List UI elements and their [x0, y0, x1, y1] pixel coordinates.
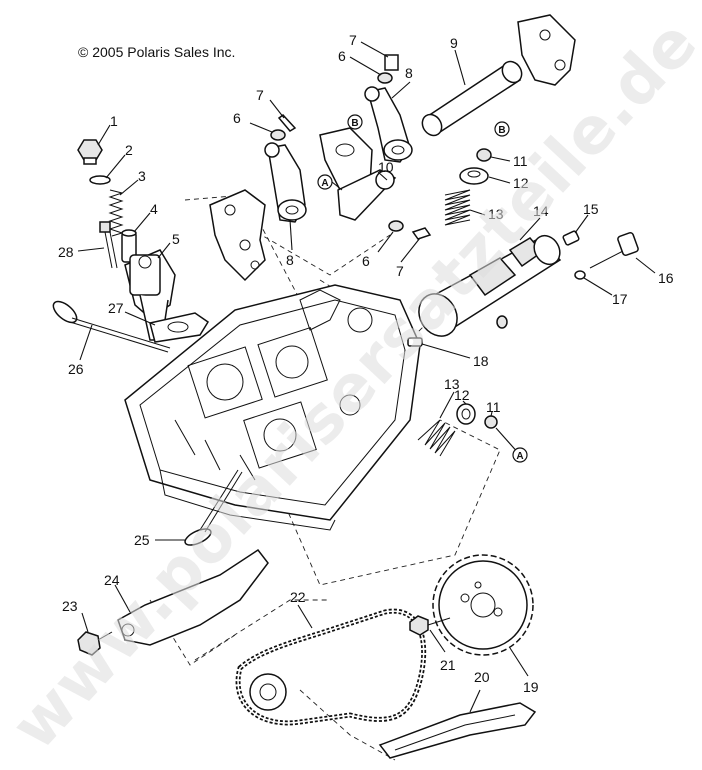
- callout-27: 27: [108, 300, 124, 316]
- callout-28: 28: [58, 244, 74, 260]
- assembly-line-chain: [299, 689, 396, 761]
- callout-labels: 1 2 3 4 5 6 6 6 7 7 7 8 8 9 10 11 11 12 …: [58, 32, 674, 695]
- callout-3: 3: [138, 168, 146, 184]
- part-12-retainer-lower: [456, 403, 476, 425]
- part-8-rocker-arm-right: [364, 86, 413, 163]
- assembly-line-sprocket: [284, 419, 501, 586]
- callout-5: 5: [172, 231, 180, 247]
- part-26-valve: [52, 300, 171, 353]
- part-13-valve-spring-lower: [417, 419, 456, 457]
- part-6-nut-a: [270, 129, 286, 141]
- part-13-valve-spring-upper: [444, 189, 471, 226]
- callout-7: 7: [349, 32, 357, 48]
- callout-2: 2: [125, 142, 133, 158]
- marker-a-keeper: A: [512, 447, 528, 463]
- callout-6: 6: [338, 48, 346, 64]
- part-7-adjust-screw-a: [277, 113, 297, 132]
- callout-24: 24: [104, 572, 120, 588]
- marker-a-rocker: A: [317, 174, 343, 191]
- callout-22: 22: [290, 589, 306, 605]
- part-22-timing-chain: [235, 608, 427, 726]
- part-11-keeper-upper: [476, 148, 492, 162]
- callout-11: 11: [486, 399, 501, 415]
- callout-25: 25: [134, 532, 150, 548]
- part-7-adjust-screw-b: [384, 54, 399, 71]
- part-16-decompressor: [589, 231, 639, 269]
- callout-10: 10: [378, 159, 394, 175]
- shaft-support-bracket: [517, 14, 576, 86]
- callout-4: 4: [150, 201, 158, 217]
- part-3-spring: [108, 189, 124, 237]
- callout-8: 8: [286, 252, 294, 268]
- callout-13: 13: [488, 206, 504, 222]
- cylinder-head: [124, 284, 421, 531]
- part-5-tensioner: [124, 249, 176, 341]
- callout-16: 16: [658, 270, 674, 286]
- callout-23: 23: [62, 598, 78, 614]
- svg-text:A: A: [516, 451, 523, 462]
- part-15-dowel: [562, 230, 580, 246]
- svg-text:B: B: [351, 118, 358, 129]
- callout-6: 6: [362, 253, 370, 269]
- callout-14: 14: [533, 203, 549, 219]
- part-27-gasket: [149, 312, 210, 343]
- part-10-rocker-block: [319, 127, 397, 221]
- assembly-line-head-left: [184, 194, 301, 301]
- callout-18: 18: [473, 353, 489, 369]
- part-11-keeper-lower: [484, 415, 498, 429]
- part-12-retainer-upper: [459, 167, 489, 185]
- callout-15: 15: [583, 201, 599, 217]
- callout-1: 1: [110, 113, 118, 129]
- callout-26: 26: [68, 361, 84, 377]
- copyright-notice: © 2005 Polaris Sales Inc.: [78, 44, 236, 60]
- callout-8: 8: [405, 65, 413, 81]
- callout-20: 20: [474, 669, 490, 685]
- part-23-bolt: [77, 631, 113, 656]
- part-1-bolt: [77, 139, 103, 165]
- part-25-valve: [184, 469, 243, 546]
- part-21-sprocket-bolt: [409, 615, 451, 636]
- assembly-line-guide: [194, 599, 330, 661]
- callout-12: 12: [454, 387, 470, 403]
- leader-lines: [77, 41, 656, 713]
- svg-text:B: B: [498, 125, 505, 136]
- callout-7: 7: [396, 263, 404, 279]
- part-19-cam-sprocket: [432, 554, 534, 656]
- callout-7: 7: [256, 87, 264, 103]
- assembly-line-tensioner: [149, 599, 236, 666]
- part-17-clip: [574, 270, 586, 280]
- callout-9: 9: [450, 35, 458, 51]
- crank-sprocket: [249, 673, 287, 711]
- part-8-rocker-arm-left: [264, 142, 307, 223]
- part-20-lower-guide: [378, 702, 537, 759]
- part-24-chain-guide: [117, 548, 269, 646]
- part-18-pin: [407, 337, 423, 347]
- part-7-adjust-screw-c: [411, 227, 432, 240]
- callout-12: 12: [513, 175, 529, 191]
- callout-21: 21: [440, 657, 456, 673]
- callout-13: 13: [444, 376, 460, 392]
- part-14-camshaft: [418, 234, 562, 337]
- part-6-nut-b: [377, 72, 393, 84]
- rocker-support-bracket: [209, 189, 266, 282]
- marker-b-rocker: B: [347, 114, 363, 130]
- part-9-rocker-shaft: [421, 60, 523, 137]
- callout-19: 19: [523, 679, 539, 695]
- marker-b-keeper: B: [494, 121, 510, 137]
- part-28-long-bolt: [99, 221, 118, 269]
- svg-text:A: A: [321, 178, 328, 189]
- part-6-nut-c: [388, 220, 404, 232]
- part-2-washer: [89, 175, 111, 185]
- callout-6: 6: [233, 110, 241, 126]
- callout-17: 17: [612, 291, 628, 307]
- callout-11: 11: [513, 153, 528, 169]
